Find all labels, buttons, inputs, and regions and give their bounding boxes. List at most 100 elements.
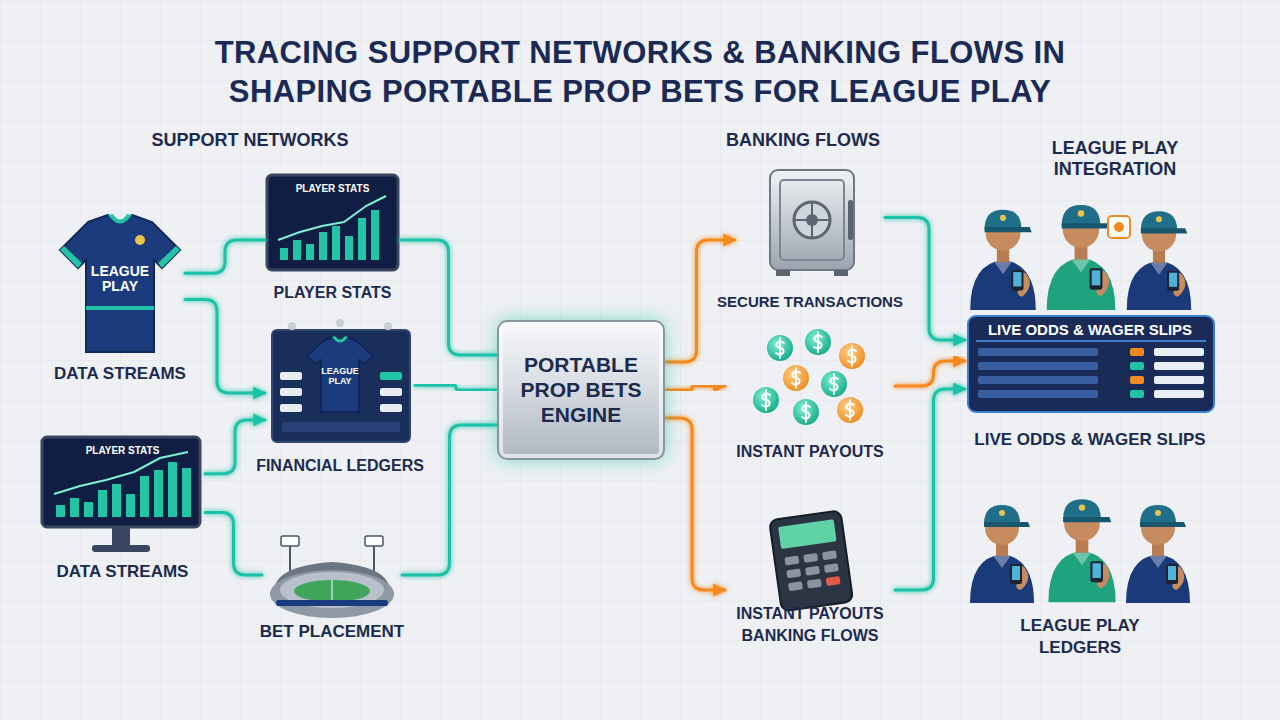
vault-icon-part (834, 270, 848, 276)
vault-icon-part (794, 219, 830, 221)
stats-monitor-icon-part (140, 476, 149, 517)
coins-icon-part-part (833, 374, 835, 394)
fans-group-illustration (970, 499, 1190, 603)
stats-monitor-icon-part (54, 452, 188, 494)
ledger-board-icon-part (384, 322, 392, 330)
odds-panel-graphic-part (1130, 376, 1144, 384)
stats-monitor-icon-part (182, 468, 191, 517)
stadium-icon-part (281, 536, 299, 546)
jersey-text: LEAGUE PLAY (85, 264, 155, 295)
stats-screen-node: PLAYER STATS DATA STREAMS (40, 435, 205, 590)
odds-panel-graphic-part (1154, 362, 1204, 370)
coins-node: INSTANT PAYOUTS (725, 330, 895, 470)
stats-tablet-icon-part (293, 240, 301, 260)
caption-text: SECURE TRANSACTIONS (717, 293, 903, 311)
card-terminal-icon-part (807, 579, 822, 589)
ledger-board-icon-part (307, 337, 373, 412)
stats-monitor-icon-part (98, 490, 107, 517)
odds-panel-graphic-part (978, 362, 1098, 370)
flow-connector (415, 385, 497, 390)
caption-text: INSTANT PAYOUTS (736, 442, 883, 461)
stats-monitor-icon-part (84, 502, 93, 517)
vault-icon-part (794, 202, 830, 238)
diagram-title: TRACING SUPPORT NETWORKS & BANKING FLOWS… (190, 34, 1090, 112)
stats-monitor-icon-part (42, 437, 200, 527)
stats-tablet-icon-part (280, 248, 288, 260)
card-terminal-icon-part (805, 566, 820, 576)
vault-icon-part (780, 180, 844, 260)
coins-icon-part (837, 397, 863, 423)
flow-connector (665, 418, 725, 590)
caption-text: DATA STREAMS (57, 562, 189, 582)
jersey-icon-part (86, 306, 154, 310)
engine-text: PORTABLE PROP BETS ENGINE (509, 352, 654, 428)
ledger-board-icon-part (380, 404, 402, 412)
coins-icon-part (783, 365, 809, 391)
coins-icon-part-part (779, 338, 781, 358)
card-terminal-icon-part (824, 563, 839, 573)
odds-panel-graphic-part (1154, 390, 1204, 398)
stats-monitor-icon-part (154, 470, 163, 517)
flow-connector (185, 240, 265, 273)
stadium-node: BET PLACEMENT (262, 505, 402, 645)
fans-node: LEAGUE PLAY LEDGERS (960, 465, 1200, 665)
fans-group-illustration-part (1127, 211, 1192, 310)
caption-text: LEAGUE PLAY LEDGERS (1005, 615, 1155, 659)
ledger-board-icon-part (282, 422, 400, 432)
jersey-icon (60, 214, 180, 352)
column-heading: SUPPORT NETWORKS (151, 130, 348, 152)
column-heading: BANKING FLOWS (726, 130, 880, 152)
card-terminal-icon (769, 510, 853, 611)
fans-group-illustration-part (1114, 222, 1124, 232)
fans-group-illustration (970, 205, 1191, 310)
jersey-icon-part (60, 246, 82, 268)
terminal-node: INSTANT PAYOUTS BANKING FLOWS (725, 510, 895, 670)
stadium-icon-part (270, 570, 394, 618)
card-terminal-icon-part (822, 550, 837, 560)
coins-icon-part (762, 332, 856, 422)
stats-monitor-icon (42, 437, 200, 552)
flow-connector (665, 386, 725, 390)
stats-tablet-icon-part (358, 218, 366, 260)
jersey-icon-part (135, 235, 145, 245)
flow-connector (895, 361, 965, 386)
flow-connector (400, 240, 497, 355)
coins-icon-part-part (849, 400, 851, 420)
card-terminal-icon-part (769, 510, 853, 611)
stats-monitor-icon-part (92, 545, 150, 552)
screen-text: PLAYER STATS (86, 445, 160, 457)
stadium-icon (270, 536, 394, 618)
stats-tablet-icon-part (319, 232, 327, 260)
odds-panel-graphic-part (978, 376, 1098, 384)
vault-icon-part (776, 270, 790, 276)
jersey-node: LEAGUE PLAYDATA STREAMS (55, 212, 185, 387)
card-terminal-icon-part (778, 519, 837, 549)
caption-text: LIVE ODDS & WAGER SLIPS (974, 430, 1205, 450)
coins-icon (753, 329, 865, 425)
fans-group-illustration-part (970, 210, 1036, 310)
odds-panel-graphic-part (978, 390, 1098, 398)
coins-icon-part-part (817, 332, 819, 352)
jersey-text: LEAGUE PLAY (320, 367, 360, 387)
odds-panel-graphic-part (976, 340, 1206, 342)
stats-tablet-icon-part (278, 196, 386, 240)
coins-icon-part (839, 343, 865, 369)
ledger-board-icon-part (380, 388, 402, 396)
flow-connector (895, 389, 965, 590)
stats-tablet-icon-part (306, 244, 314, 260)
stats-monitor-icon-part (126, 494, 135, 517)
card-terminal-icon-part (784, 556, 799, 566)
ledger-board-icon-part (332, 336, 348, 343)
stadium-icon-part (294, 580, 370, 602)
coins-icon-part (793, 399, 819, 425)
flow-connector (885, 218, 965, 341)
ledger-board-icon-part (288, 322, 296, 330)
coins-icon-part (753, 387, 779, 413)
flow-connector (205, 420, 265, 474)
screen-text: PLAYER STATS (296, 183, 370, 195)
caption-text: BET PLACEMENT (260, 622, 405, 642)
card-terminal-icon-part (826, 576, 841, 586)
